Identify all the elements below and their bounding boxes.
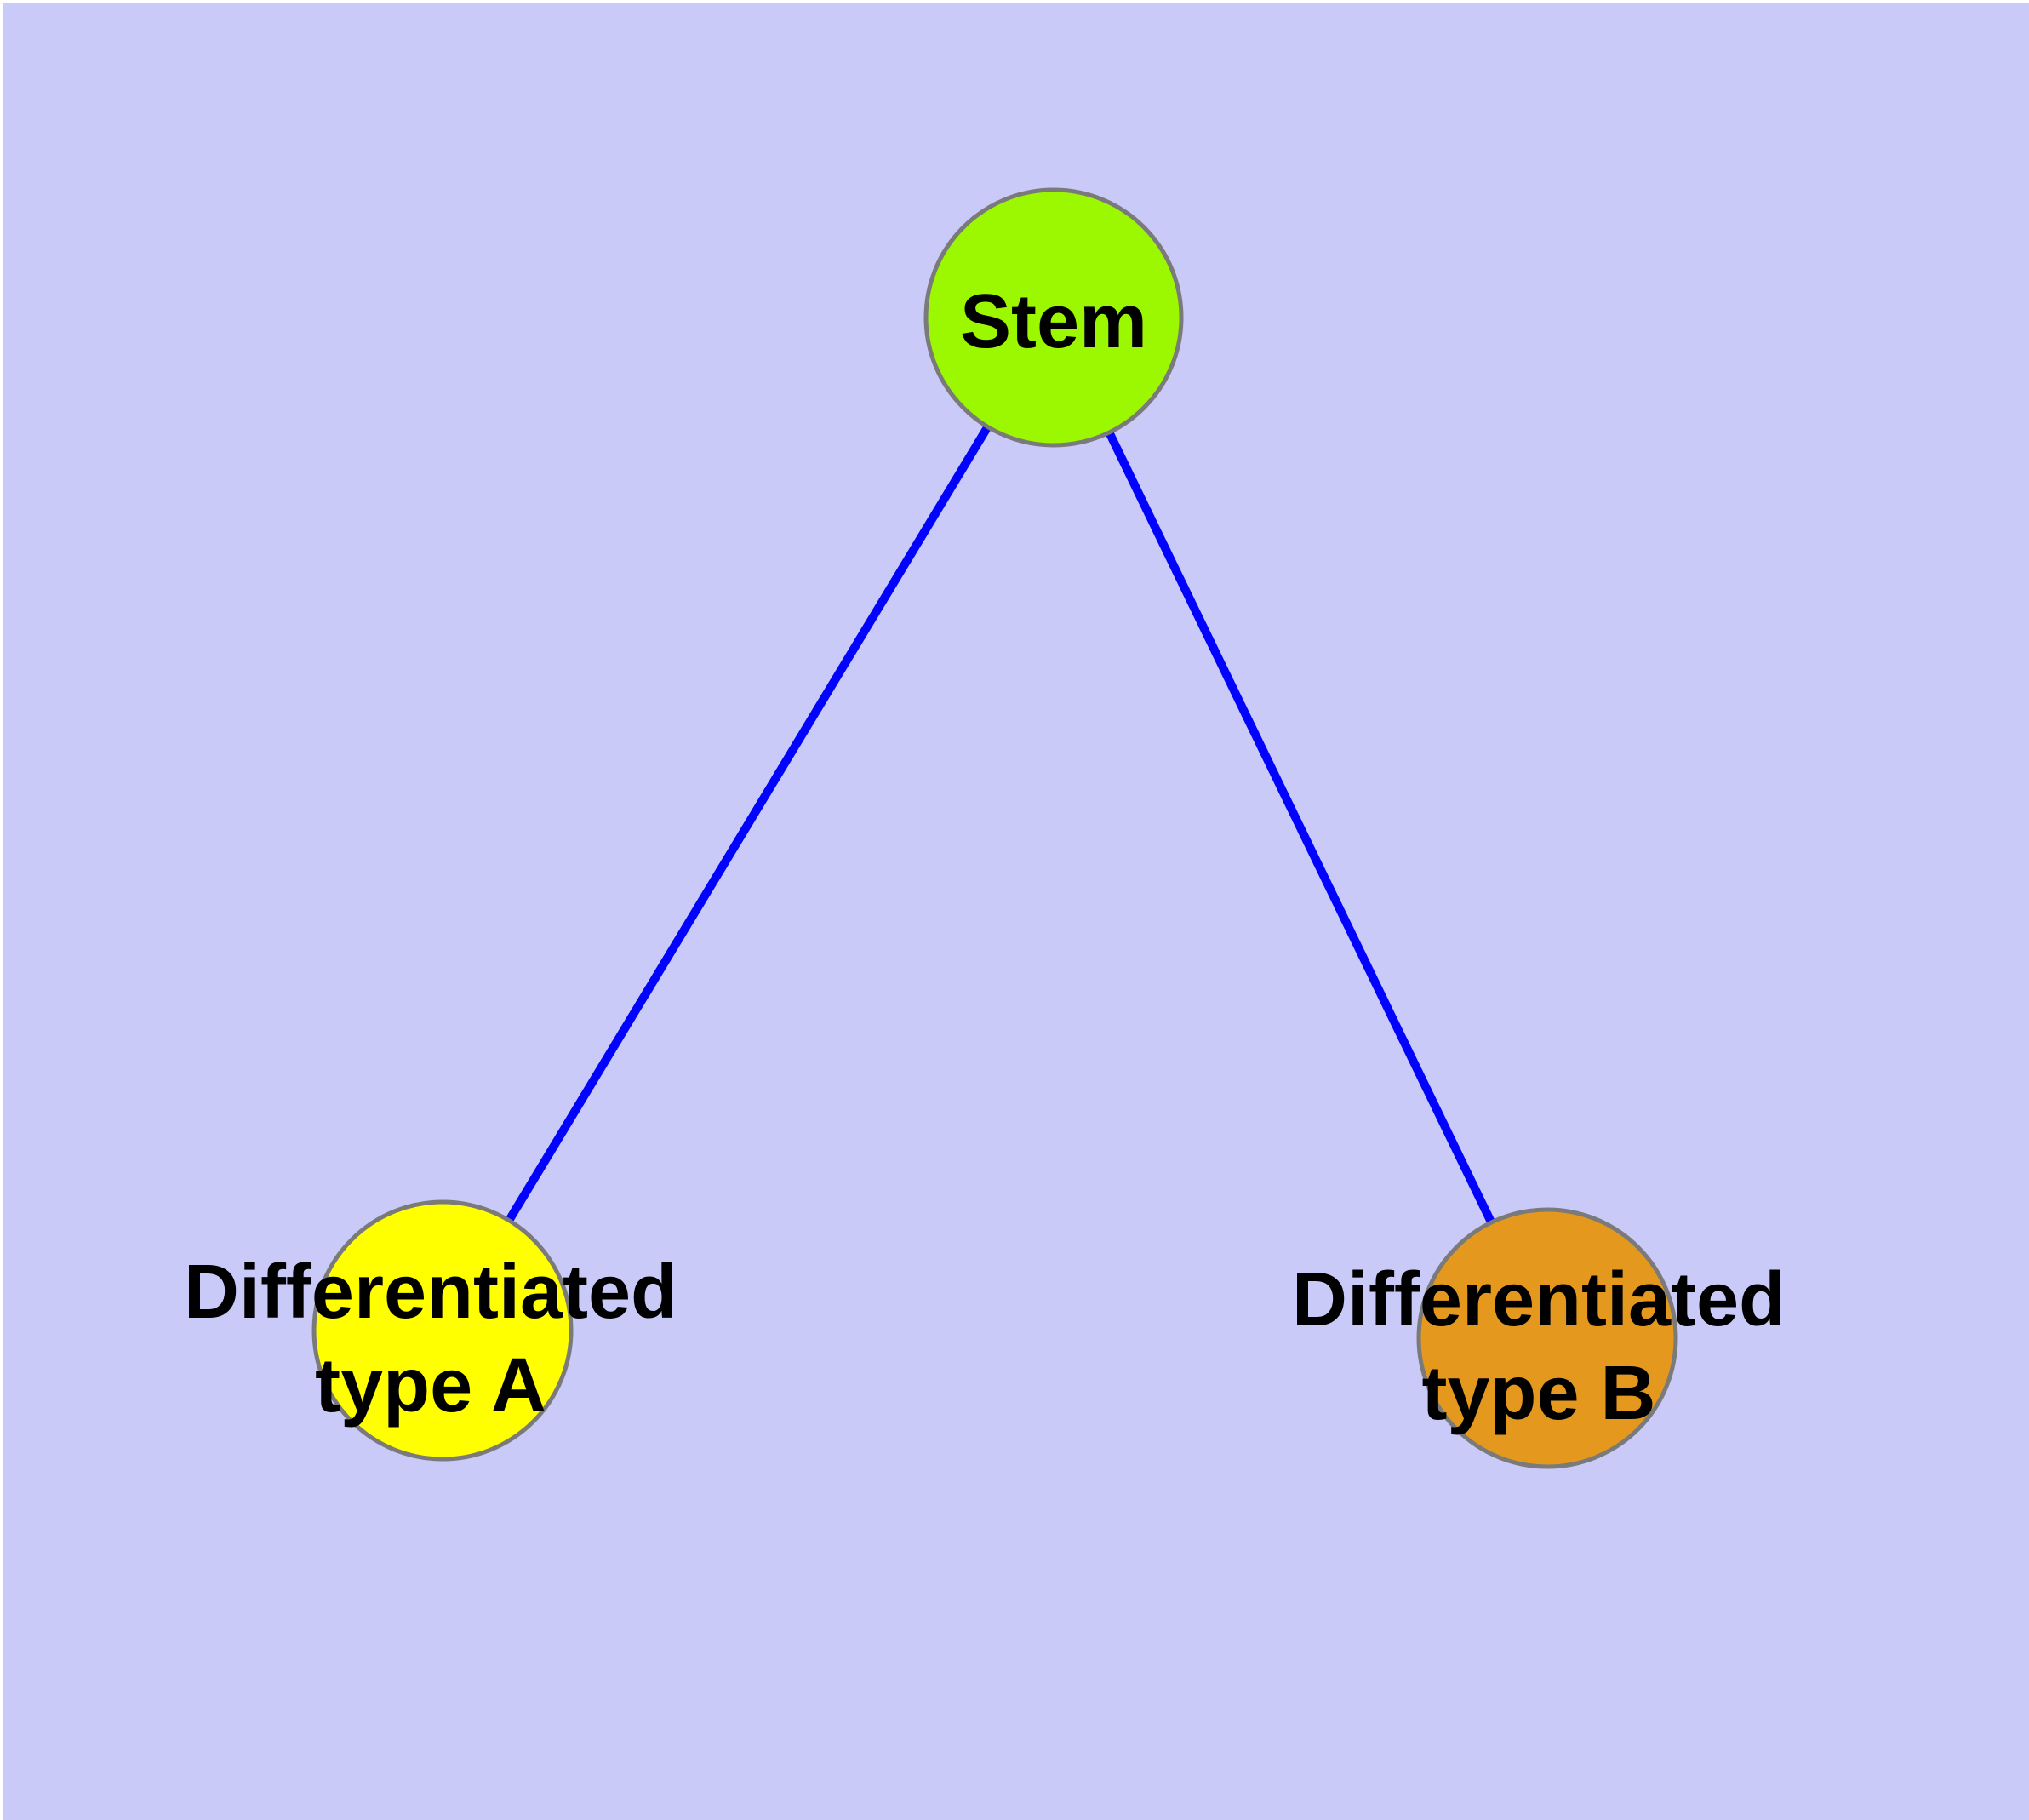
node-type-b-label-line-2: type B xyxy=(1421,1351,1655,1436)
edge-stem-to-type-a xyxy=(438,315,1058,1333)
node-type-b-label-line-1: Differentiated xyxy=(1292,1257,1786,1342)
node-type-a-circle xyxy=(311,1199,574,1462)
node-stem-label: Stem xyxy=(960,279,1147,364)
node-stem: Stem xyxy=(923,187,1184,448)
node-type-b: Differentiated type B xyxy=(1292,1207,1786,1469)
edge-layer xyxy=(438,315,1552,1341)
node-stem-circle xyxy=(923,187,1184,448)
node-type-a: Differentiated type A xyxy=(184,1199,677,1462)
node-type-a-label-line-2: type A xyxy=(315,1343,546,1428)
node-type-a-label-line-1: Differentiated xyxy=(184,1250,677,1335)
edge-stem-to-type-b xyxy=(1049,315,1552,1341)
node-type-b-circle xyxy=(1416,1207,1678,1469)
